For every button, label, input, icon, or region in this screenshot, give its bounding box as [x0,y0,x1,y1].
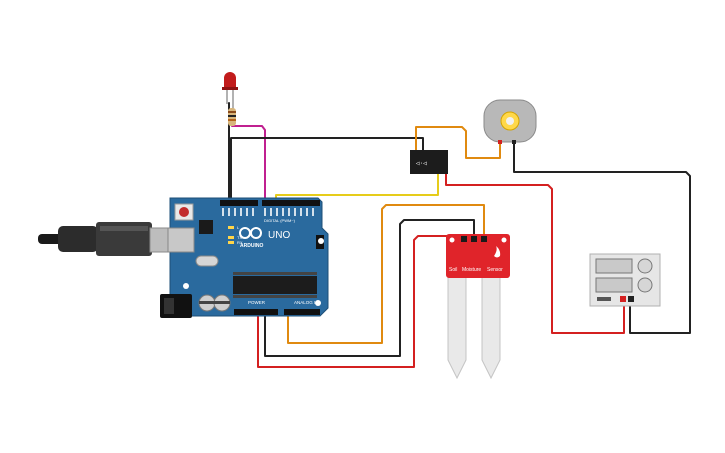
sensor-head [446,234,510,278]
motor-terminal-right [512,140,516,144]
knob-2[interactable] [637,277,653,293]
led-rx [228,241,234,244]
capacitor-1-band [199,301,215,304]
label-rx: RX [237,240,243,245]
chip-socket-bottom [233,295,317,298]
power-supply[interactable] [589,253,661,307]
wire-red-relay-battery[interactable] [445,157,625,334]
arduino-logo-icon [239,227,262,239]
digital-header-right [262,200,320,206]
mount-hole-1 [183,283,189,289]
analog-label: ANALOG IN [294,300,319,305]
wires [228,102,691,368]
arduino-board [169,197,329,317]
power-label: POWER [248,300,266,305]
arduino-uno[interactable]: L TX RX ARDUINO UNO DIGITAL (PWM~) POWER… [160,197,329,318]
led-l [228,226,234,229]
display-2 [595,277,633,293]
sensor-flame-icon [494,246,501,258]
arduino-model: UNO [268,230,290,241]
power-header [234,309,278,315]
motor-shaft [506,117,514,125]
output-plus-terminal [620,296,626,302]
relay-label: ◁·◁ [416,160,427,167]
wire-black-motor-battery[interactable] [513,141,691,334]
reset-button[interactable] [179,207,189,217]
wire-magenta-led[interactable] [231,125,266,204]
capacitor-2-band [214,301,230,304]
usb-jack [167,227,195,253]
mount-hole-2 [318,238,324,244]
atmega-chip [233,276,317,294]
knob-1[interactable] [637,258,653,274]
usb-plug-highlight [100,226,148,231]
relay-body [410,150,448,174]
led-rim [222,87,238,90]
wire-black-sensor-gnd[interactable] [264,219,475,357]
led[interactable] [222,72,238,110]
usb-cable-wire [38,234,62,244]
soil-moisture-sensor[interactable]: Soil Moisture Sensor [446,234,510,380]
usb-cable-boot [58,226,98,252]
display-1 [595,258,633,274]
sensor-probe-right [481,269,501,380]
analog-header [284,309,320,315]
label-l: L [237,225,240,230]
arduino-brand: ARDUINO [240,243,263,249]
crystal [195,255,219,267]
output-minus-terminal [628,296,634,302]
motor-terminal-left [498,140,502,144]
usb-chip [199,220,213,234]
digital-label: DIGITAL (PWM~) [264,218,296,223]
sensor-pin-gnd[interactable] [471,236,477,242]
relay[interactable]: ◁·◁ [410,150,448,174]
resistor-band-1 [228,111,236,113]
sensor-mount-hole-left [449,237,455,243]
led-tx [228,236,234,239]
sensor-label-moisture: Moisture [462,267,481,273]
wire-orange-relay-motor[interactable] [415,126,501,159]
resistor[interactable] [228,108,236,126]
dc-motor[interactable] [483,99,537,144]
usb-cable [38,222,173,256]
sensor-pin-vcc[interactable] [461,236,467,242]
resistor-band-2 [228,115,236,117]
mount-hole-3 [315,300,321,306]
sensor-label-sensor: Sensor [487,267,503,273]
resistor-band-3 [228,119,236,121]
pin-label-marks [222,208,314,216]
sensor-label-soil: Soil [449,267,457,273]
chip-socket-top [233,272,317,275]
led-body [224,72,236,88]
power-jack-inner [164,298,174,314]
label-tx: TX [237,235,242,240]
sensor-mount-hole-right [501,237,507,243]
wire-red-sensor-5v[interactable] [257,235,465,368]
sensor-pin-sig[interactable] [481,236,487,242]
digital-header-left [220,200,258,206]
wire-black-gnd-relay[interactable] [230,137,424,204]
sensor-probe-left [447,269,467,380]
power-switch[interactable] [597,297,611,301]
wire-orange-sensor-a0[interactable] [287,204,485,344]
